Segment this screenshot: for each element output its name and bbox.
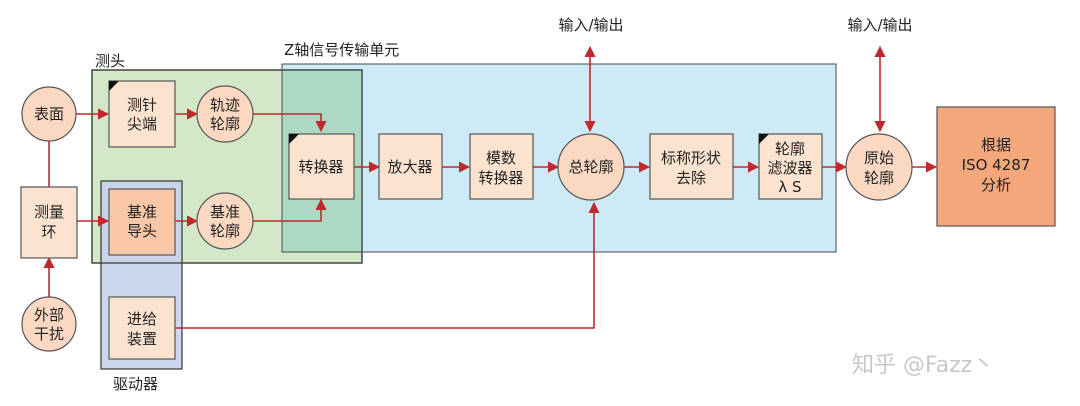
reference-profile-circle [196, 192, 254, 250]
reference-guide-box [108, 188, 176, 256]
amplifier-label: 放大器 [387, 158, 432, 176]
analysis-label-3: 分析 [981, 176, 1011, 194]
trace-profile-label-1: 轨迹 [210, 96, 240, 114]
transducer-box [288, 133, 355, 200]
watermark: 知乎 @Fazz丶 [852, 353, 994, 378]
circle-nodes [21, 85, 913, 352]
reference-profile-label-2: 轮廓 [210, 222, 240, 240]
io-right-label: 输入/输出 [847, 16, 912, 34]
form-removal-box [649, 133, 734, 200]
disturbance-label-2: 干扰 [34, 325, 64, 343]
reference-guide-label-2: 导头 [127, 222, 157, 240]
trace-profile-label-2: 轮廓 [210, 115, 240, 133]
measuring-loop-label-1: 测量 [34, 203, 64, 221]
drive-region-label: 驱动器 [113, 375, 158, 393]
corner-markers [109, 81, 769, 144]
filter-corner-marker [759, 134, 769, 144]
primary-profile-label-2: 轮廓 [864, 169, 894, 187]
measuring-loop-box [20, 186, 78, 259]
filter-label-3: λ S [778, 178, 801, 196]
analysis-box [936, 106, 1056, 227]
total-profile-circle [557, 133, 625, 201]
z-axis-unit-label: Z轴信号传输单元 [284, 41, 399, 59]
feed-device-label-1: 进给 [127, 310, 157, 328]
primary-profile-label-1: 原始 [864, 149, 894, 167]
filter-label-2: 滤波器 [767, 159, 812, 177]
ad-converter-box [469, 133, 534, 200]
stylus-tip-label-2: 尖端 [127, 115, 157, 133]
measuring-loop-label-2: 环 [41, 223, 56, 241]
ad-converter-label-1: 模数 [486, 149, 516, 167]
total-profile-label: 总轮廓 [568, 158, 613, 176]
surface-label: 表面 [34, 105, 64, 123]
ref-to-transducer-arrow [253, 198, 327, 222]
primary-profile-circle [845, 133, 913, 201]
connectors [43, 45, 938, 329]
stylus-tip-box [108, 80, 176, 148]
probe-region-label: 测头 [95, 52, 125, 70]
analysis-label-2: ISO 4287 [962, 156, 1031, 174]
feed-to-total-arrow [175, 201, 600, 329]
transducer-corner-marker [289, 134, 299, 144]
analysis-label-1: 根据 [981, 136, 1011, 154]
form-removal-label-2: 去除 [676, 169, 706, 187]
stylus-tip-label-1: 测针 [127, 96, 157, 114]
reference-profile-label-1: 基准 [210, 203, 240, 221]
amplifier-box [378, 133, 443, 200]
filter-box [758, 133, 823, 200]
filter-label-1: 轮廓 [775, 140, 805, 158]
feed-device-label-2: 装置 [127, 330, 157, 348]
surface-circle [21, 86, 77, 142]
box-nodes [20, 80, 1056, 360]
ad-converter-label-2: 转换器 [478, 169, 523, 187]
disturbance-circle [21, 296, 77, 352]
transducer-label: 转换器 [298, 158, 343, 176]
form-removal-label-1: 标称形状 [661, 149, 721, 167]
trace-to-transducer-arrow [253, 113, 327, 133]
reference-guide-label-1: 基准 [127, 203, 157, 221]
z-axis-unit-outline [281, 63, 837, 253]
io-left-label: 输入/输出 [558, 16, 623, 34]
feed-device-box [108, 296, 176, 360]
stylus-corner-marker [109, 81, 119, 91]
trace-profile-circle [196, 85, 254, 143]
node-labels: 表面 测量 环 外部 干扰 测针 尖端 轨迹 轮廓 基准 导头 基准 轮廓 进给… [34, 16, 1030, 348]
disturbance-label-1: 外部 [34, 306, 64, 324]
